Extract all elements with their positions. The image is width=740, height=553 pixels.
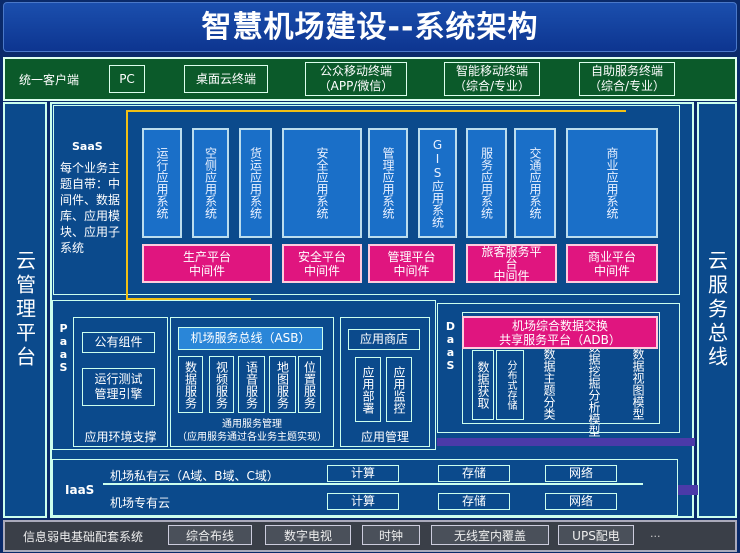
app-security: 安全应用系统 <box>282 128 362 238</box>
connector-line <box>126 110 626 112</box>
app-commerce: 商业应用系统 <box>566 128 658 238</box>
private-network: 网络 <box>545 465 617 482</box>
middleware-production: 生产平台 中间件 <box>142 244 272 283</box>
env-caption: 应用环境支撑 <box>84 430 157 444</box>
private-compute: 计算 <box>327 465 399 482</box>
middleware-commerce: 商业平台 中间件 <box>566 244 658 283</box>
service-video: 视频服务 <box>209 356 234 413</box>
distributed-storage: 分布式存储 <box>496 350 524 420</box>
infra-clock: 时钟 <box>362 525 420 545</box>
data-mining-model: 数据挖掘分析模型 <box>587 341 601 437</box>
data-view-model: 数据视图模型 <box>631 348 645 420</box>
app-monitor: 应用监控 <box>386 357 412 422</box>
cloud-service-bus: 云服务总线 <box>697 102 737 518</box>
infra-indoor-wireless: 无线室内覆盖 <box>431 525 549 545</box>
iaas-layer <box>52 459 678 516</box>
paas-label: PaaS <box>57 322 70 374</box>
client-public-mobile: 公众移动终端 （APP/微信） <box>305 62 407 96</box>
daas-label: DaaS <box>444 320 457 372</box>
middleware-passenger: 旅客服务平 台 中间件 <box>466 244 557 283</box>
infra-more: ... <box>650 527 661 540</box>
airport-service-bus-asb: 机场服务总线（ASB） <box>178 327 323 350</box>
app-gis: GIS应用系统 <box>418 128 457 238</box>
app-management: 管理应用系统 <box>368 128 408 238</box>
app-traffic: 交通应用系统 <box>514 128 556 238</box>
page-title: 智慧机场建设--系统架构 <box>3 2 737 52</box>
dedicated-network: 网络 <box>545 493 617 510</box>
run-test-engine: 运行测试 管理引擎 <box>82 368 155 406</box>
appmgmt-caption: 应用管理 <box>360 430 409 444</box>
infra-digital-tv: 数字电视 <box>265 525 351 545</box>
iaas-divider <box>103 483 643 485</box>
app-store: 应用商店 <box>348 329 420 350</box>
asb-caption: 通用服务管理 （应用服务通过各业务主题实现） <box>177 419 327 443</box>
connector-line <box>126 298 251 300</box>
service-map: 地图服务 <box>269 356 296 413</box>
app-airside: 空侧应用系统 <box>192 128 229 238</box>
client-desktop-cloud: 桌面云终端 <box>184 65 268 93</box>
data-acquisition: 数据获取 <box>472 350 494 420</box>
infra-ups: UPS配电 <box>558 525 634 545</box>
service-location: 位置服务 <box>298 356 321 413</box>
saas-label: SaaS <box>72 140 103 153</box>
app-environment-support <box>73 317 168 447</box>
client-layer: 统一客户端 PC 桌面云终端 公众移动终端 （APP/微信） 智能移动终端 （综… <box>3 57 737 101</box>
cloud-management-platform: 云管理平台 <box>3 102 47 518</box>
dedicated-storage: 存储 <box>438 493 510 510</box>
private-storage: 存储 <box>438 465 510 482</box>
infra-label: 信息弱电基础配套系统 <box>23 530 144 544</box>
app-cargo: 货运应用系统 <box>239 128 272 238</box>
dedicated-compute: 计算 <box>327 493 399 510</box>
infrastructure-layer: 信息弱电基础配套系统 综合布线 数字电视 时钟 无线室内覆盖 UPS配电 ... <box>3 520 737 552</box>
app-service: 服务应用系统 <box>466 128 507 238</box>
client-pc: PC <box>109 65 145 93</box>
private-cloud-label: 机场私有云（A域、B域、C域） <box>110 469 279 483</box>
client-label: 统一客户端 <box>19 73 80 87</box>
client-self-service: 自助服务终端 （综合/专业） <box>579 62 675 96</box>
adb-platform: 机场综合数据交换 共享服务平台（ADB） <box>462 316 658 349</box>
bus-arrow <box>678 485 698 495</box>
iaas-label: IaaS <box>65 483 95 497</box>
saas-description: 每个业务主题自带：中间件、数据库、应用模块、应用子系统 <box>60 161 121 255</box>
data-topic-classification: 数据主题分类 <box>542 348 556 420</box>
connector-line <box>126 110 128 300</box>
middleware-security: 安全平台 中间件 <box>282 244 362 283</box>
service-data: 数据服务 <box>178 356 203 413</box>
app-operation: 运行应用系统 <box>142 128 182 238</box>
bus-arrow <box>437 438 695 446</box>
public-components: 公有组件 <box>82 332 155 353</box>
client-smart-mobile: 智能移动终端 （综合/专业） <box>444 62 540 96</box>
app-deploy: 应用部署 <box>355 357 381 422</box>
infra-cabling: 综合布线 <box>168 525 252 545</box>
dedicated-cloud-label: 机场专有云 <box>110 496 171 510</box>
service-voice: 语音服务 <box>238 356 265 413</box>
middleware-management: 管理平台 中间件 <box>368 244 455 283</box>
